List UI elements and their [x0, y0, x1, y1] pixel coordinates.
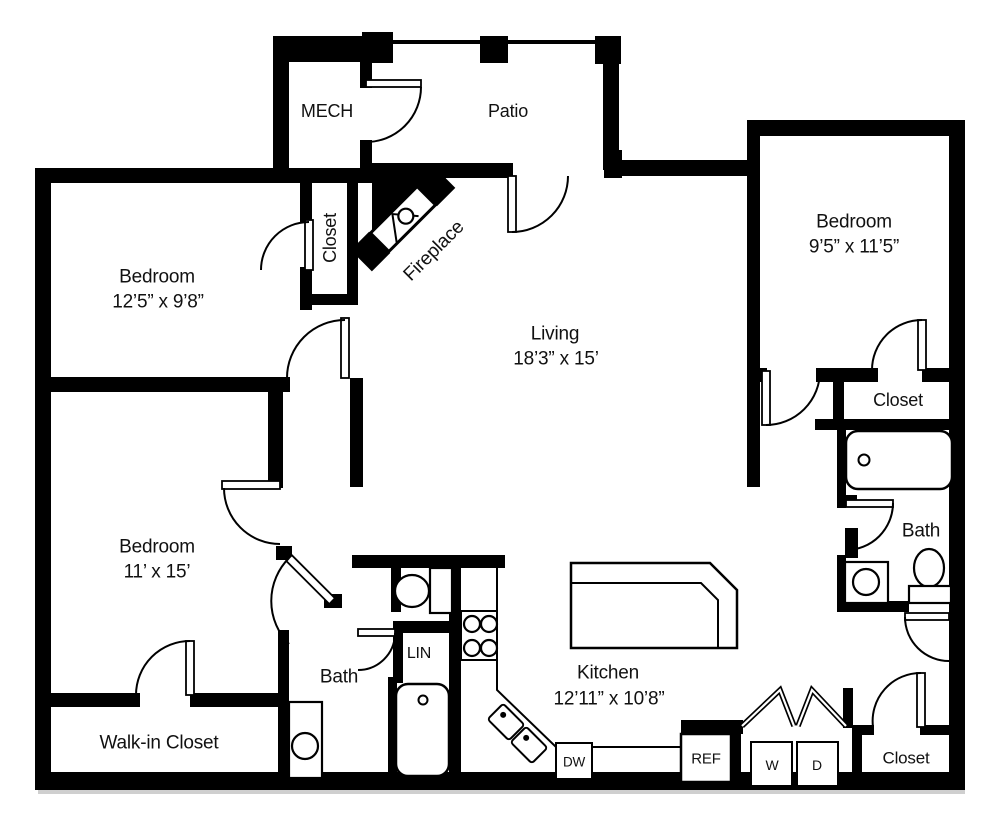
- stove: [460, 610, 499, 661]
- wall-bedroom-right-top: [749, 120, 949, 136]
- wall-right: [949, 120, 965, 790]
- wall-patio-right: [603, 43, 619, 170]
- room-dims-living: 18’3” x 15’: [513, 348, 599, 370]
- door-closet-upper-left: [260, 219, 314, 271]
- room-label-bedroom-right: Bedroom: [816, 211, 892, 233]
- breakfast-bar: [569, 561, 739, 650]
- doors: [135, 79, 950, 728]
- room-label-mech: MECH: [300, 101, 354, 121]
- bathtub-right: [844, 429, 954, 491]
- appliance-label-dishwasher: DW: [562, 754, 586, 770]
- fixtures: [287, 429, 954, 787]
- door-walk-in-closet: [135, 640, 195, 696]
- room-dims-kitchen: 12’11” x 10’8”: [553, 688, 665, 710]
- dishwasher-box: [555, 742, 593, 780]
- appliance-label-dryer: D: [812, 757, 822, 773]
- room-dims-bedroom-upper-left: 12’5” x 9’8”: [112, 291, 204, 313]
- washer-box: [750, 741, 793, 787]
- room-label-bedroom-upper-left: Bedroom: [119, 266, 195, 288]
- room-dims-bedroom-right: 9’5” x 11’5”: [808, 236, 900, 258]
- fireplace-symbol: [350, 166, 456, 272]
- room-label-closet-right: Closet: [873, 390, 923, 410]
- refrigerator-box: [679, 732, 733, 784]
- door-bedroom-lower-left: [221, 480, 281, 545]
- door-linen-closet: [357, 628, 396, 671]
- wall-mech-top: [273, 36, 369, 62]
- room-label-kitchen: Kitchen: [577, 662, 639, 684]
- door-closet-entry: [871, 671, 926, 728]
- wall-top-left: [35, 168, 375, 183]
- toilet-left: [393, 566, 454, 615]
- room-label-patio: Patio: [487, 101, 529, 121]
- door-mech: [365, 79, 422, 143]
- sink-vanity-right: [843, 560, 890, 605]
- dryer-box: [796, 741, 839, 787]
- bathtub-left: [394, 682, 451, 778]
- appliance-label-washer: W: [765, 757, 779, 773]
- door-bedroom-upper-left: [286, 317, 350, 379]
- page-shadow-line: [38, 790, 965, 794]
- room-label-bedroom-lower-left: Bedroom: [119, 536, 195, 558]
- door-bath-right: [845, 499, 894, 551]
- room-label-linen-closet: LIN: [406, 645, 432, 662]
- sink-vanity-left: [287, 700, 324, 780]
- room-label-closet-upper-left: Closet: [320, 213, 340, 263]
- room-label-closet-entry: Closet: [882, 748, 930, 768]
- patio-post-left: [362, 32, 393, 63]
- room-dims-bedroom-lower-left: 11’ x 15’: [123, 561, 191, 583]
- door-bath-left-diagonal: [270, 553, 337, 645]
- wall-left: [35, 168, 51, 790]
- wall-mech-left: [273, 36, 289, 170]
- room-label-bath-right: Bath: [901, 520, 941, 542]
- patio-post-mid: [480, 36, 508, 63]
- door-patio: [507, 175, 569, 233]
- kitchen-sink: [487, 703, 548, 764]
- toilet-right: [907, 547, 953, 605]
- room-label-living: Living: [530, 323, 580, 345]
- wall-bottom: [35, 772, 965, 790]
- door-bedroom-right: [761, 370, 821, 426]
- room-label-bath-left: Bath: [319, 666, 359, 688]
- door-closet-right: [871, 319, 927, 371]
- room-label-walk-in-closet: Walk-in Closet: [99, 732, 219, 754]
- door-entry-landing: [904, 612, 950, 662]
- appliance-label-refrigerator: REF: [691, 750, 721, 768]
- bifold-doors-laundry: [740, 684, 848, 728]
- exterior-walls: [35, 32, 965, 790]
